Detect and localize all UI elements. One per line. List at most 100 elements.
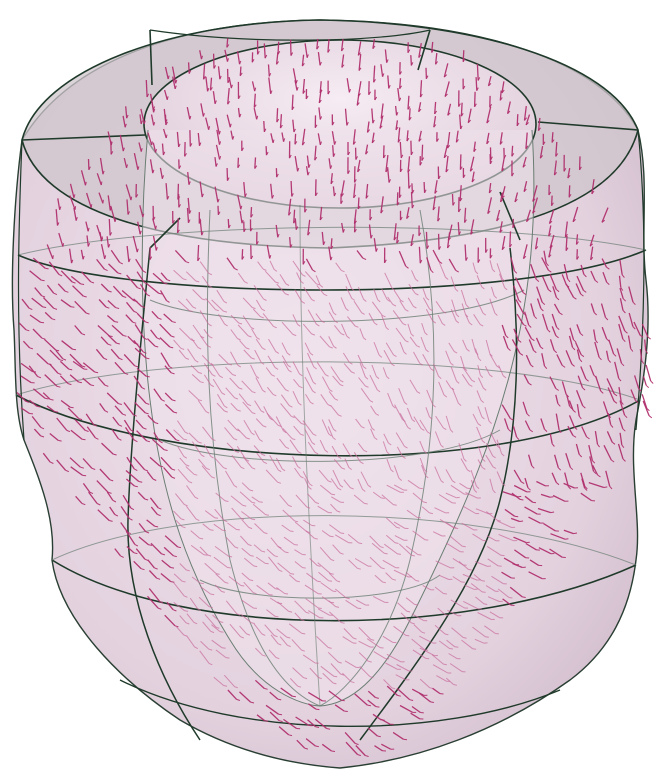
fiber-vector-head	[484, 604, 487, 605]
fiber-vector-head	[115, 322, 119, 323]
fiber-vector	[264, 121, 265, 132]
fiber-vector-head	[520, 499, 523, 500]
fiber-vector-head	[250, 580, 253, 581]
fiber-vector-head	[646, 385, 649, 387]
fiber-vector	[477, 64, 478, 81]
fiber-vector-head	[146, 376, 150, 377]
fiber-vector-head	[424, 502, 427, 503]
fiber-vector-head	[103, 200, 104, 204]
fiber-vector-head	[250, 556, 253, 557]
fiber-vector-head	[45, 268, 48, 269]
fiber-vector-head	[443, 664, 446, 665]
fiber-vector-head	[473, 649, 477, 650]
fiber-vector-head	[226, 658, 230, 659]
fiber-vector-head	[285, 552, 289, 553]
fiber-vector-head	[41, 280, 44, 281]
fiber-vector-head	[462, 546, 466, 547]
fiber-vector-head	[341, 533, 344, 534]
fiber-vector-head	[332, 494, 336, 495]
fiber-vector	[453, 194, 454, 205]
fiber-vector	[465, 245, 466, 261]
fiber-vector-head	[520, 521, 524, 522]
fiber-vector-head	[79, 382, 82, 383]
fiber-vector-head	[431, 702, 434, 703]
fiber-vector-head	[200, 538, 204, 539]
fiber-vector-head	[131, 197, 132, 201]
fiber-vector	[458, 222, 459, 235]
fiber-vector-head	[481, 581, 485, 582]
fiber-vector-head	[455, 647, 459, 648]
fiber-vector	[643, 401, 649, 416]
fiber-vector-head	[522, 597, 525, 598]
fiber-vector-head	[139, 482, 142, 483]
fiber-vector-head	[565, 539, 568, 540]
fiber-vector-head	[509, 598, 512, 599]
fiber-vector-head	[229, 556, 232, 557]
fiber-vector-head	[149, 545, 153, 546]
fiber-vector-head	[152, 142, 153, 146]
fiber-vector-head	[450, 649, 453, 650]
fiber-vector-head	[185, 611, 188, 612]
fiber-vector-head	[55, 412, 59, 413]
fiber-vector-head	[241, 586, 244, 587]
fiber-vector	[228, 219, 229, 228]
fiber-vector	[146, 80, 147, 97]
fiber-vector-head	[63, 243, 64, 246]
fiber-vector	[412, 192, 413, 208]
fiber-vector-head	[265, 721, 269, 722]
fiber-vector-head	[327, 729, 331, 730]
fiber-vector-head	[334, 676, 338, 677]
fiber-vector-head	[70, 407, 74, 408]
fiber-vector-head	[200, 583, 204, 584]
fiber-vector-head	[222, 648, 226, 649]
fiber-vector-head	[329, 581, 332, 582]
fiber-vector-head	[367, 705, 371, 706]
fiber-vector-head	[648, 337, 651, 339]
fiber-vector	[163, 144, 164, 155]
fiber-vector-head	[533, 502, 536, 503]
fiber-vector-head	[82, 439, 85, 440]
fiber-vector-head	[318, 608, 321, 609]
fiber-vector	[422, 145, 423, 161]
fiber-vector	[397, 192, 398, 205]
fiber-vector	[198, 245, 199, 261]
fiber-vector-head	[81, 284, 85, 285]
fiber-vector	[290, 237, 291, 248]
fiber-vector	[333, 145, 334, 157]
fiber-vector-head	[289, 611, 292, 612]
fiber-vector	[264, 43, 265, 58]
fiber-vector-head	[317, 581, 321, 582]
fiber-vector-head	[316, 727, 319, 728]
fiber-vector-head	[251, 623, 255, 624]
fiber-vector-head	[485, 637, 489, 638]
fiber-vector-head	[71, 307, 75, 308]
fiber-vector	[644, 376, 647, 385]
fiber-vector-head	[332, 751, 336, 752]
fiber-vector-head	[171, 582, 175, 583]
fiber-vector-head	[604, 487, 607, 488]
fiber-vector	[189, 62, 190, 73]
fiber-vector-head	[302, 568, 305, 569]
fiber-vector-head	[37, 406, 41, 407]
fiber-vector	[277, 108, 278, 122]
fiber-vector-head	[416, 581, 419, 582]
fiber-vector-head	[384, 553, 387, 554]
fiber-vector-head	[58, 440, 61, 441]
fiber-vector-head	[291, 574, 295, 575]
fiber-vector	[292, 95, 293, 110]
fiber-vector-head	[266, 515, 269, 516]
fiber-vector-head	[395, 543, 399, 544]
fiber-vector	[178, 218, 179, 233]
fiber-vector-head	[406, 635, 410, 636]
fiber-vector-head	[155, 526, 158, 527]
fiber-vector	[109, 219, 110, 236]
fiber-vector-head	[91, 204, 92, 208]
fiber-vector-head	[210, 530, 213, 531]
fiber-vector-head	[429, 513, 433, 514]
fiber-vector-head	[285, 594, 288, 595]
fiber-vector	[427, 232, 428, 249]
fiber-vector	[510, 231, 511, 247]
fiber-vector-head	[215, 518, 218, 519]
fiber-vector-head	[53, 255, 54, 258]
